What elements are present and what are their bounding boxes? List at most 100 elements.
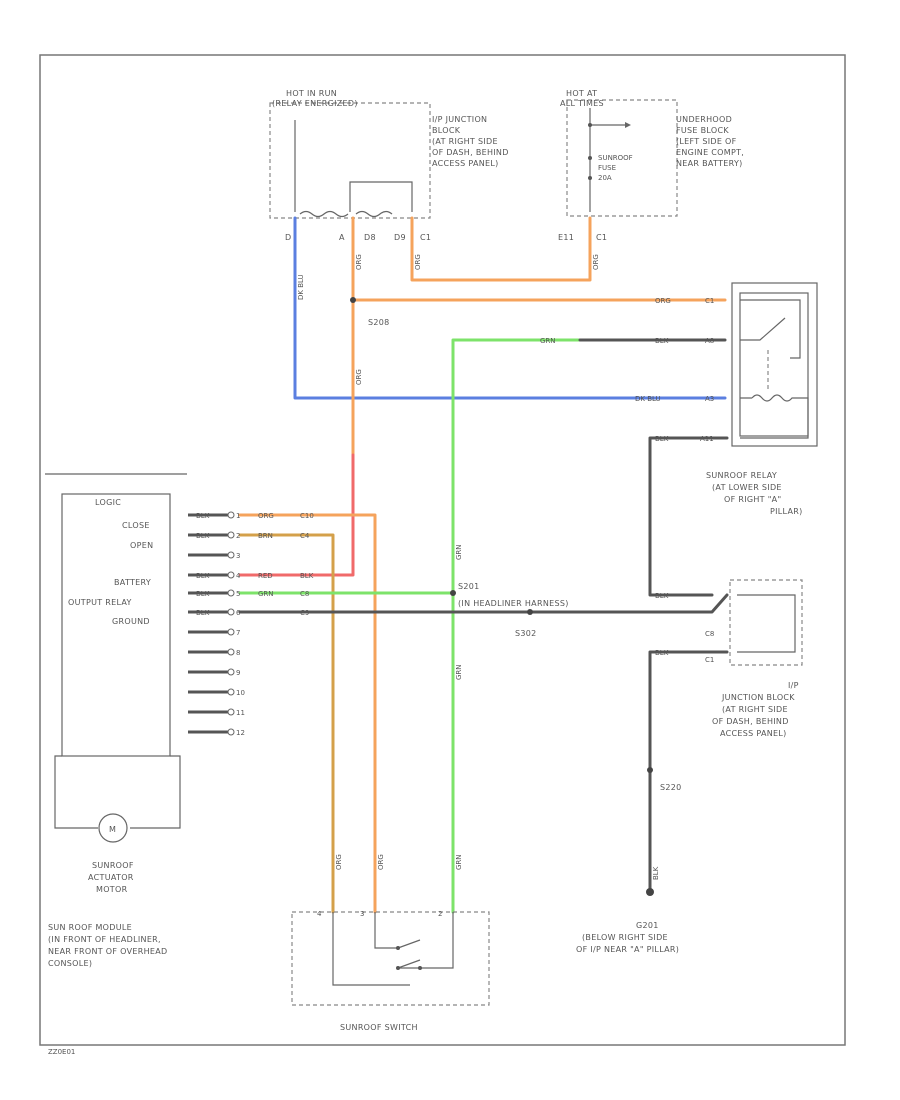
wire-label-blk-h: BLK bbox=[655, 337, 669, 345]
s208-label: S208 bbox=[368, 318, 390, 327]
sunroof-fuse-label-3: 20A bbox=[598, 174, 612, 182]
wire-label-grn-h: GRN bbox=[540, 337, 556, 345]
g201-ground-icon bbox=[646, 888, 654, 896]
motor-loop bbox=[54, 755, 181, 829]
sunroof-module-label-1: SUN ROOF MODULE bbox=[48, 923, 132, 932]
m-c9: C9 bbox=[300, 609, 309, 617]
underhood-label-4: ENGINE COMPT, bbox=[676, 148, 744, 157]
close-label: CLOSE bbox=[122, 521, 150, 530]
s220-label: S220 bbox=[660, 783, 682, 792]
motor-icon bbox=[98, 813, 128, 843]
module-pin-number: 9 bbox=[236, 669, 240, 677]
wire-label-blk-relay: BLK bbox=[655, 435, 669, 443]
module-pin-terminal bbox=[227, 608, 235, 616]
module-pin-number: 12 bbox=[236, 729, 245, 737]
module-pin-terminal bbox=[227, 688, 235, 696]
relay-a11: A11 bbox=[700, 435, 714, 443]
module-pin-number: 10 bbox=[236, 689, 245, 697]
blk-r2: BLK bbox=[655, 649, 669, 657]
g201-label-2: (BELOW RIGHT SIDE bbox=[582, 933, 668, 942]
diagram-frame bbox=[39, 54, 846, 1046]
wire-dk-blu bbox=[293, 216, 727, 400]
wire-grn-relay bbox=[451, 338, 582, 914]
switch-contact-dot-1 bbox=[396, 946, 400, 950]
module-pin-number: 8 bbox=[236, 649, 240, 657]
module-pin-terminal bbox=[227, 531, 235, 539]
sunroof-switch-label: SUNROOF SWITCH bbox=[340, 1023, 418, 1032]
module-pin-terminal bbox=[227, 571, 235, 579]
m-brn: BRN bbox=[258, 532, 273, 540]
footer-code: ZZ0E01 bbox=[48, 1048, 75, 1056]
m-blk4: BLK bbox=[300, 572, 314, 580]
module-pin-terminal bbox=[227, 511, 235, 519]
output-relay-label: OUTPUT RELAY bbox=[68, 598, 132, 607]
ip-junction-block-2-outline bbox=[729, 579, 803, 666]
switch-contact-dot-3 bbox=[418, 966, 422, 970]
sunroof-switch-outline bbox=[291, 911, 490, 1006]
wire-label-org-1: ORG bbox=[355, 254, 363, 270]
module-pin-terminal bbox=[227, 628, 235, 636]
ip-junction-label-2: BLOCK bbox=[432, 126, 461, 135]
m-c8: C8 bbox=[300, 590, 309, 598]
module-pin-terminal bbox=[227, 589, 235, 597]
wire-label-org-4: ORG bbox=[355, 369, 363, 385]
s201-label: S201 bbox=[458, 582, 480, 591]
sunroof-module-label-3: NEAR FRONT OF OVERHEAD bbox=[48, 947, 167, 956]
sunroof-actuator-label-1: SUNROOF bbox=[92, 861, 134, 870]
wire-label-grn-v3: GRN bbox=[455, 854, 463, 870]
ground-label: GROUND bbox=[112, 617, 150, 626]
motor-m-symbol: M bbox=[109, 825, 116, 834]
sunroof-relay-label-2: (AT LOWER SIDE bbox=[712, 483, 782, 492]
sunroof-module-label-2: (IN FRONT OF HEADLINER, bbox=[48, 935, 161, 944]
sunroof-actuator-label-2: ACTUATOR bbox=[88, 873, 134, 882]
module-pin-terminal bbox=[227, 551, 235, 559]
relay-c1a: C1 bbox=[705, 297, 714, 305]
relay-contact bbox=[740, 299, 801, 359]
m-blk6: BLK bbox=[196, 609, 210, 617]
module-pin-number: 2 bbox=[236, 532, 240, 540]
ip-junction-block-2-bus bbox=[737, 594, 796, 653]
wire-label-blk-g: BLK bbox=[652, 866, 660, 880]
fuse-node-2 bbox=[588, 176, 592, 180]
module-logic-box bbox=[61, 493, 171, 757]
module-pin-terminal bbox=[227, 648, 235, 656]
ip-block-bus bbox=[294, 120, 413, 212]
ip-jb2-label-5: ACCESS PANEL) bbox=[720, 729, 787, 738]
rdr-c1: C1 bbox=[705, 656, 714, 664]
ip-jb2-label-1: I/P bbox=[788, 681, 799, 690]
underhood-label-5: NEAR BATTERY) bbox=[676, 159, 743, 168]
relay-a3: A3 bbox=[705, 395, 714, 403]
underhood-label-1: UNDERHOOD bbox=[676, 115, 732, 124]
sunroof-relay-label-4: PILLAR) bbox=[770, 507, 803, 516]
wire-red-battery bbox=[238, 453, 355, 577]
ip-jb2-label-2: JUNCTION BLOCK bbox=[721, 693, 795, 702]
module-pin-number: 4 bbox=[236, 572, 241, 580]
wire-org-fuse-link bbox=[410, 216, 592, 282]
underhood-label-2: FUSE BLOCK bbox=[676, 126, 729, 135]
ip-jb2-label-3: (AT RIGHT SIDE bbox=[722, 705, 788, 714]
logic-label: LOGIC bbox=[95, 498, 121, 507]
sunroof-relay-label-1: SUNROOF RELAY bbox=[706, 471, 777, 480]
pin-e11-label: E11 bbox=[558, 233, 574, 242]
s201-splice bbox=[450, 590, 456, 596]
module-pin-number: 3 bbox=[236, 552, 240, 560]
ip-block-wave bbox=[299, 210, 349, 218]
wire-label-grn-v1: GRN bbox=[455, 544, 463, 560]
module-pin-number: 5 bbox=[236, 590, 240, 598]
s302-splice bbox=[527, 609, 533, 615]
module-pin-terminal bbox=[227, 668, 235, 676]
switch-lever bbox=[397, 939, 421, 969]
module-pin-number: 1 bbox=[236, 512, 240, 520]
pin-d9-label: D9 bbox=[394, 233, 406, 242]
ip-jb2-label-4: OF DASH, BEHIND bbox=[712, 717, 789, 726]
m-grn: GRN bbox=[258, 590, 274, 598]
fuse-node-1 bbox=[588, 156, 592, 160]
wire-brn-open bbox=[238, 533, 335, 914]
wire-blk-relay-ground bbox=[648, 436, 729, 597]
hot-bus-arrow-icon bbox=[625, 122, 631, 128]
hot-in-run-label: HOT IN RUN bbox=[286, 89, 337, 98]
ip-junction-label-5: ACCESS PANEL) bbox=[432, 159, 499, 168]
wire-label-dk-blu-h: DK BLU bbox=[635, 395, 661, 403]
pin-d8-label: D8 bbox=[364, 233, 376, 242]
